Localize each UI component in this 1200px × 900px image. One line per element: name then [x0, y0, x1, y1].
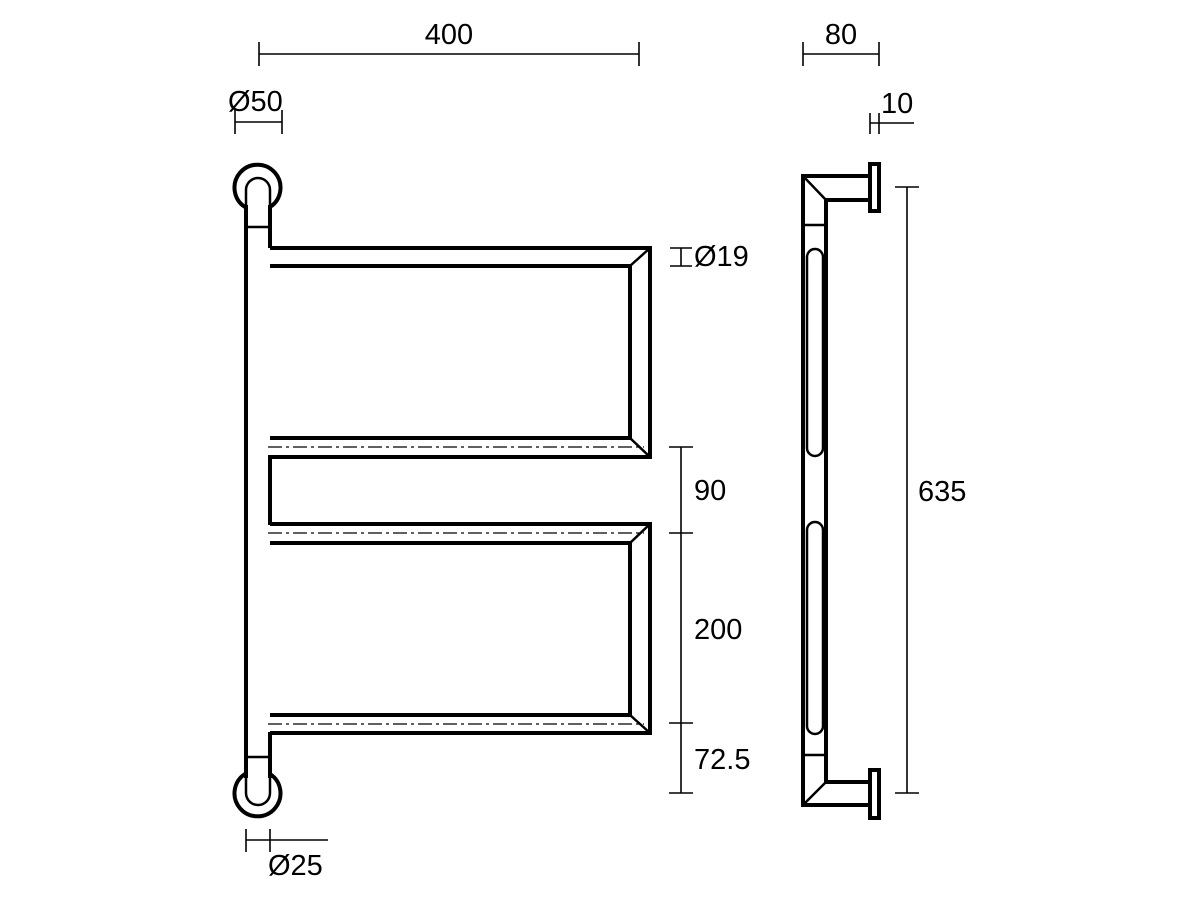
dimension-vertical-stack: 90 200 72.5	[669, 446, 750, 794]
arm-height-label: 200	[694, 614, 742, 646]
vertical-post	[244, 205, 272, 778]
dimension-projection-depth: 80	[802, 19, 880, 66]
overall-height-label: 635	[918, 476, 966, 508]
dimension-post-diameter: Ø25	[245, 829, 328, 882]
dimension-flange-thickness: 10	[869, 88, 914, 134]
upper-rail-arm	[268, 246, 652, 459]
dimension-overall-height: 635	[895, 186, 966, 794]
side-arm-slots	[805, 247, 825, 736]
post-diameter-label: Ø25	[268, 850, 323, 882]
rail-diameter-label: Ø19	[694, 241, 749, 273]
side-top-bracket	[801, 162, 881, 807]
side-view: 80 10	[801, 19, 966, 820]
bottom-offset-label: 72.5	[694, 744, 750, 776]
lower-rail-arm	[268, 522, 652, 735]
bottom-wall-flange	[232, 772, 283, 819]
dimension-overall-width: 400	[258, 19, 640, 66]
side-bottom-flange	[868, 768, 881, 820]
flange-thickness-label: 10	[881, 88, 913, 120]
dimension-rail-diameter: Ø19	[670, 241, 749, 273]
overall-width-label: 400	[425, 19, 473, 51]
flange-diameter-label: Ø50	[228, 86, 283, 118]
projection-depth-label: 80	[825, 19, 857, 51]
dimension-flange-diameter: Ø50	[228, 86, 283, 134]
top-wall-flange	[232, 162, 283, 209]
front-view: 400 Ø50	[228, 19, 750, 882]
arm-gap-label: 90	[694, 475, 726, 507]
